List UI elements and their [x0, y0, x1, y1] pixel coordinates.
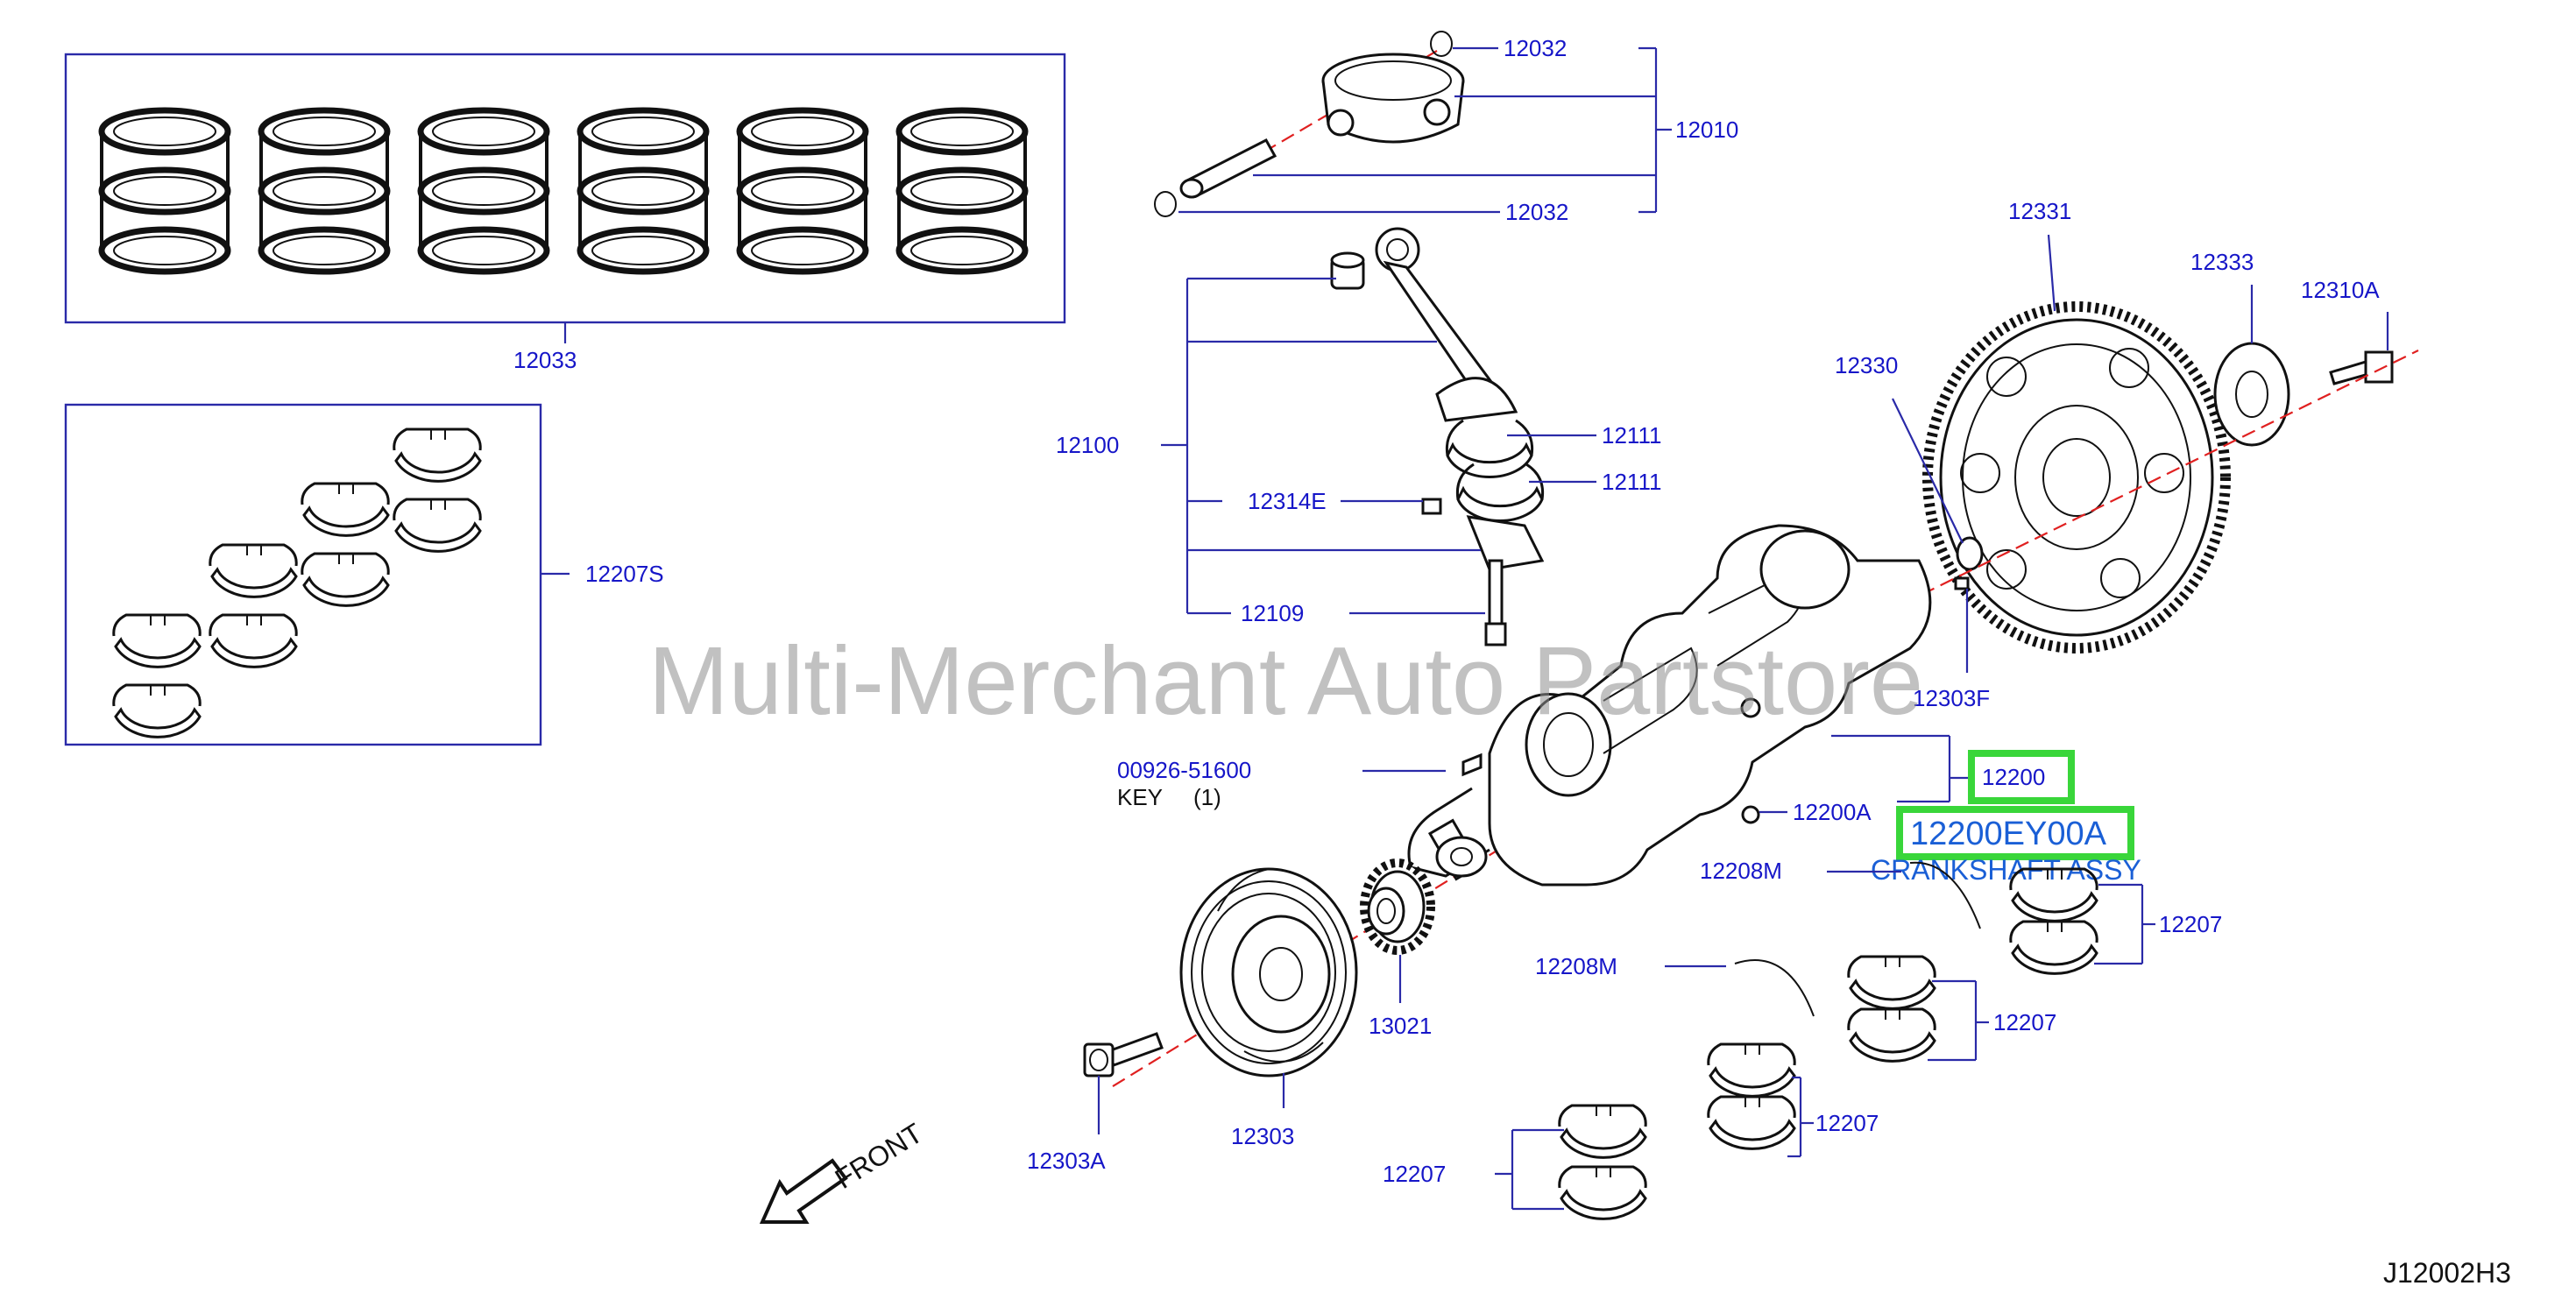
callout-12303F[interactable]: 12303F — [1913, 685, 1990, 711]
callout-12200A[interactable]: 12200A — [1793, 799, 1872, 825]
pulley-bolt-illustration — [1083, 1032, 1164, 1134]
callout-12331[interactable]: 12331 — [2008, 198, 2071, 224]
piston-leader-lines — [1178, 46, 1672, 214]
flywheel-illustration — [1883, 301, 2419, 654]
piston-illustration — [1154, 31, 1465, 217]
crankshaft-leader-lines — [1362, 734, 1971, 814]
callout-12010[interactable]: 12010 — [1675, 117, 1738, 143]
piston-ring-set-box — [64, 53, 1066, 343]
callout-12207S[interactable]: 12207S — [585, 561, 664, 587]
callout-12111-upper[interactable]: 12111 — [1602, 422, 1661, 449]
main-bearings-illustration — [1558, 861, 2098, 1220]
selected-part-description: CRANKSHAFT ASSY — [1871, 854, 2141, 886]
callout-12200-selected[interactable]: 12200 — [1982, 764, 2045, 790]
bearings-leader-lines — [1495, 870, 2155, 1211]
callout-12207-b[interactable]: 12207 — [1993, 1009, 2056, 1035]
front-arrow-icon — [759, 1158, 848, 1224]
key-label: KEY — [1117, 784, 1163, 810]
front-label: FRONT — [830, 1117, 929, 1195]
bearing-set-box — [64, 403, 570, 746]
key-quantity: (1) — [1193, 784, 1221, 810]
connecting-rod-illustration — [1330, 227, 1545, 646]
crankshaft-illustration — [1112, 524, 1932, 1087]
callout-12033[interactable]: 12033 — [513, 347, 577, 373]
callout-12207-d[interactable]: 12207 — [1383, 1161, 1446, 1187]
front-direction-indicator: FRONT — [759, 1117, 929, 1224]
sprocket-illustration — [1360, 858, 1435, 1003]
callout-13021[interactable]: 13021 — [1369, 1013, 1432, 1039]
callout-12314E[interactable]: 12314E — [1248, 488, 1327, 514]
callout-12208M-upper[interactable]: 12208M — [1700, 858, 1782, 884]
callout-12032-bottom[interactable]: 12032 — [1505, 199, 1568, 225]
selected-part-number[interactable]: 12200EY00A — [1910, 816, 2107, 852]
callout-12310A[interactable]: 12310A — [2301, 277, 2380, 303]
callout-12111-lower[interactable]: 12111 — [1602, 469, 1661, 495]
callout-12303[interactable]: 12303 — [1231, 1123, 1294, 1149]
watermark-text: Multi-Merchant Auto Partstore — [648, 627, 1923, 735]
callout-12208M-lower[interactable]: 12208M — [1535, 953, 1617, 979]
part-number-highlight-box — [1896, 806, 2134, 860]
callout-12109[interactable]: 12109 — [1241, 600, 1304, 626]
selected-part-highlight-box — [1968, 750, 2075, 804]
callout-12100[interactable]: 12100 — [1056, 432, 1119, 458]
connecting-rod-leader-lines — [1161, 277, 1596, 615]
callout-12333[interactable]: 12333 — [2190, 249, 2254, 275]
callout-12330[interactable]: 12330 — [1835, 352, 1898, 378]
callout-12303A[interactable]: 12303A — [1027, 1148, 1106, 1174]
callout-12207-a[interactable]: 12207 — [2159, 911, 2222, 937]
crank-pulley-illustration — [1179, 867, 1358, 1108]
diagram-code: J12002H3 — [2383, 1257, 2511, 1289]
flywheel-leader-lines — [1892, 234, 2389, 673]
callout-12207-c[interactable]: 12207 — [1815, 1110, 1879, 1136]
callout-12032-top[interactable]: 12032 — [1504, 35, 1567, 61]
callout-00926-51600[interactable]: 00926-51600 — [1117, 757, 1251, 783]
